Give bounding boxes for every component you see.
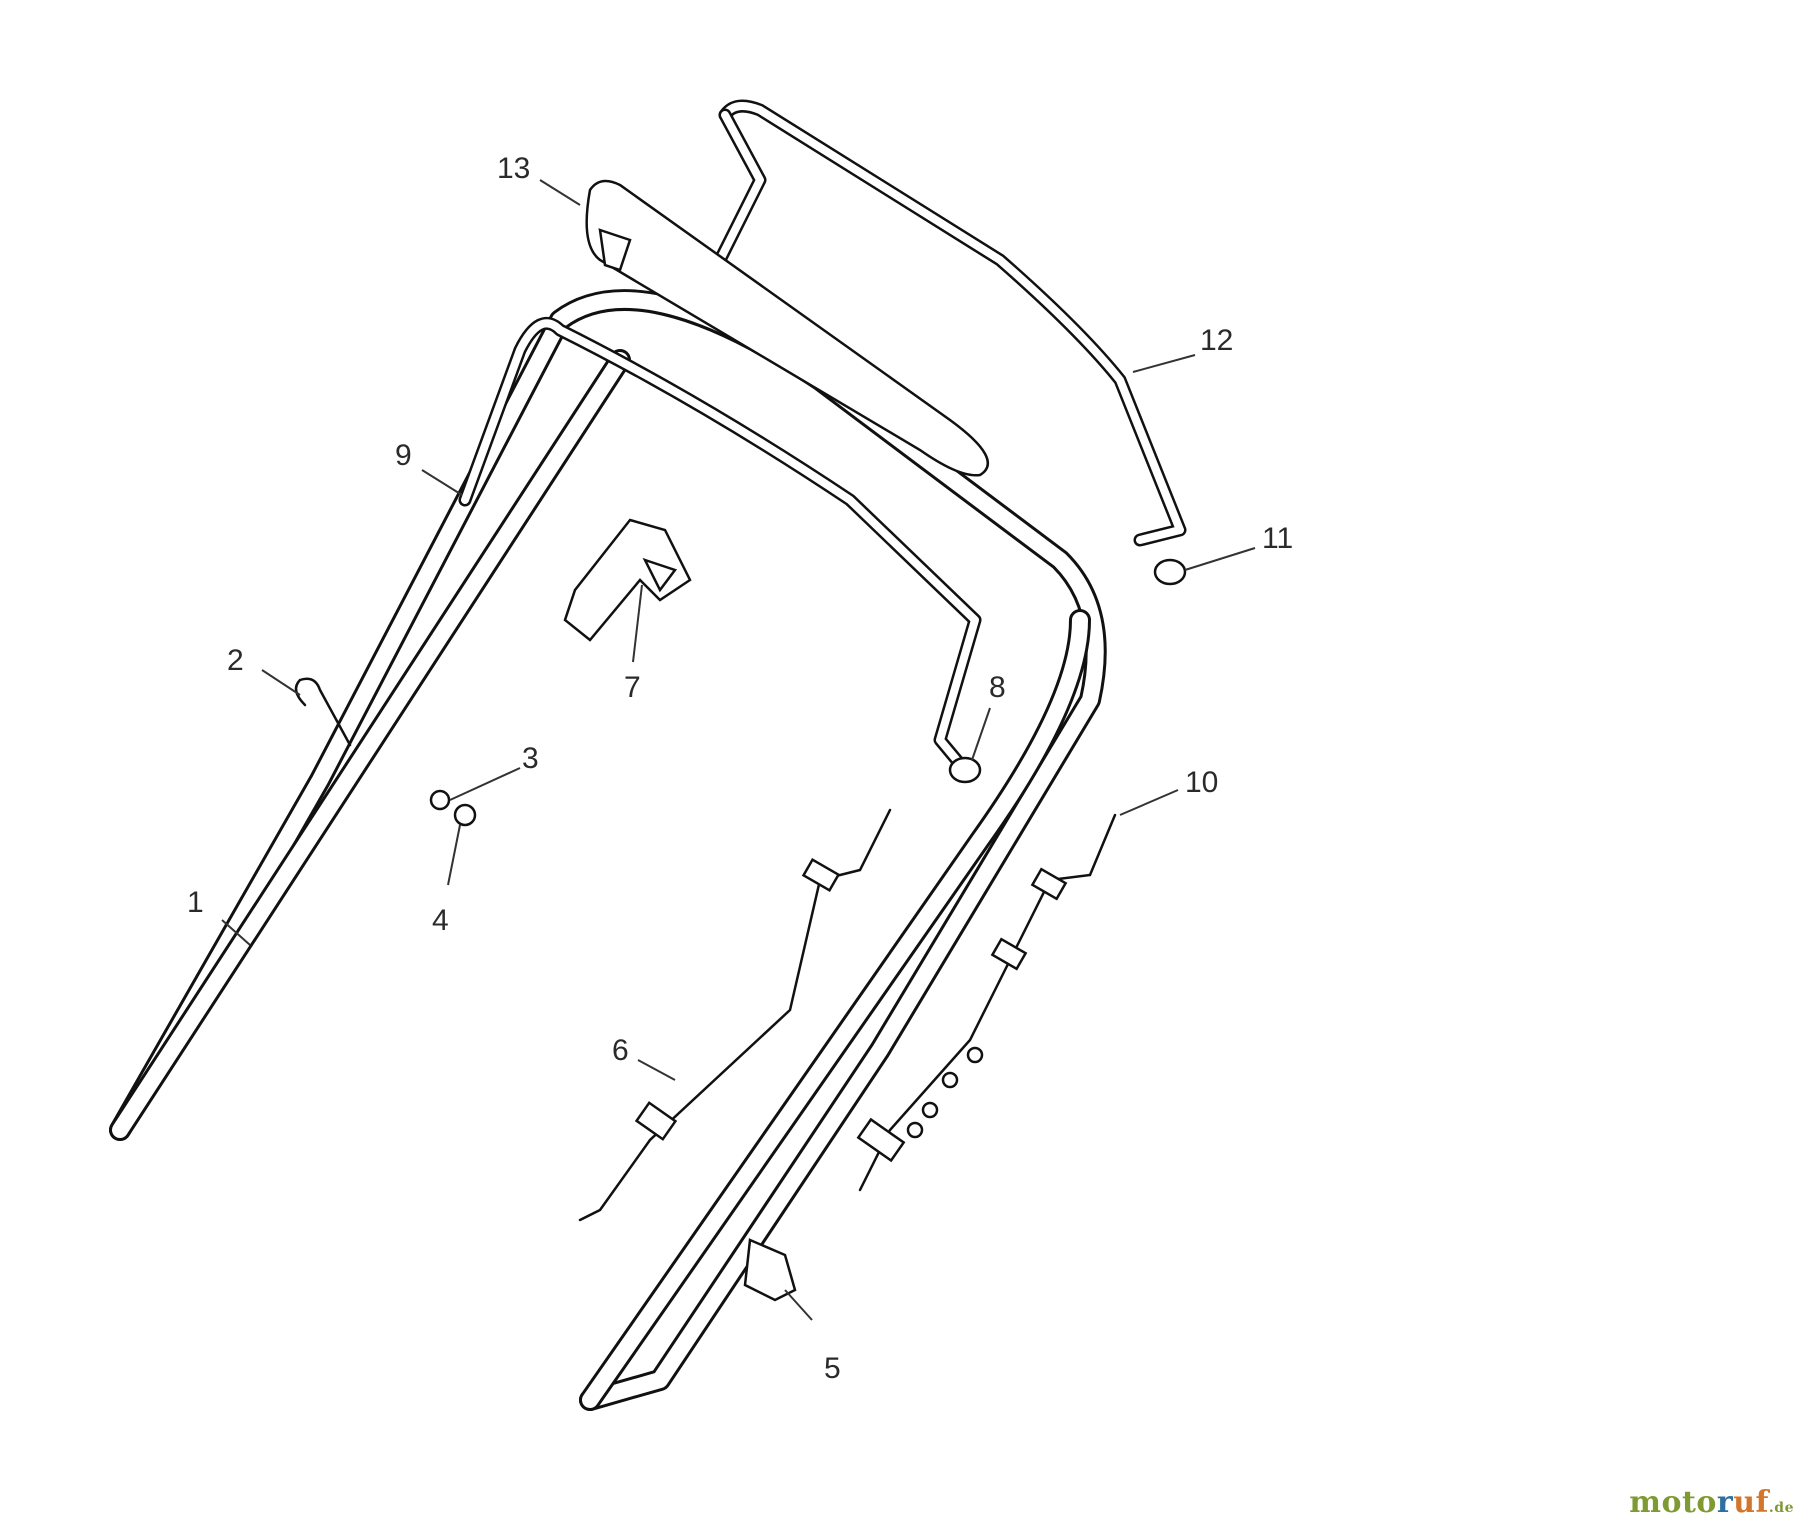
part-label-10: 10 (1185, 766, 1218, 799)
watermark-logo: motoruf.de (1629, 1485, 1794, 1520)
part-label-4: 4 (432, 904, 449, 937)
brake-bail-rod (713, 99, 1187, 547)
part-labels: 1 2 3 4 5 6 7 8 9 10 11 12 13 (187, 152, 1293, 1385)
handle-grip (585, 179, 990, 477)
washer (429, 789, 451, 811)
brake-cable (856, 813, 1117, 1192)
drive-bail-rod (458, 316, 982, 777)
watermark-part-3: uf (1733, 1485, 1769, 1520)
part-label-6: 6 (612, 1034, 629, 1067)
part-label-12: 12 (1200, 324, 1233, 357)
bushing-lower (948, 756, 982, 784)
cable-guide-bracket (563, 518, 692, 642)
watermark-part-1: moto (1629, 1485, 1717, 1520)
part-label-3: 3 (522, 742, 539, 775)
part-label-8: 8 (989, 671, 1006, 704)
lower-handle-left-tube (109, 349, 631, 1141)
leader-lines (221, 179, 1256, 1321)
part-label-9: 9 (395, 439, 412, 472)
bushing-upper (1153, 558, 1187, 586)
cable-clip (743, 1238, 797, 1302)
part-label-2: 2 (227, 644, 244, 677)
nut (453, 803, 477, 827)
watermark-part-2: r (1716, 1485, 1734, 1520)
part-label-13: 13 (497, 152, 530, 185)
lower-handle-right-tube (579, 609, 1091, 1411)
drive-cable (578, 808, 892, 1222)
watermark-part-4: .de (1768, 1500, 1794, 1516)
part-label-5: 5 (824, 1352, 841, 1385)
part-label-11: 11 (1262, 522, 1293, 555)
hook-bolt (294, 677, 352, 747)
part-label-1: 1 (187, 886, 204, 919)
part-label-7: 7 (624, 671, 641, 704)
